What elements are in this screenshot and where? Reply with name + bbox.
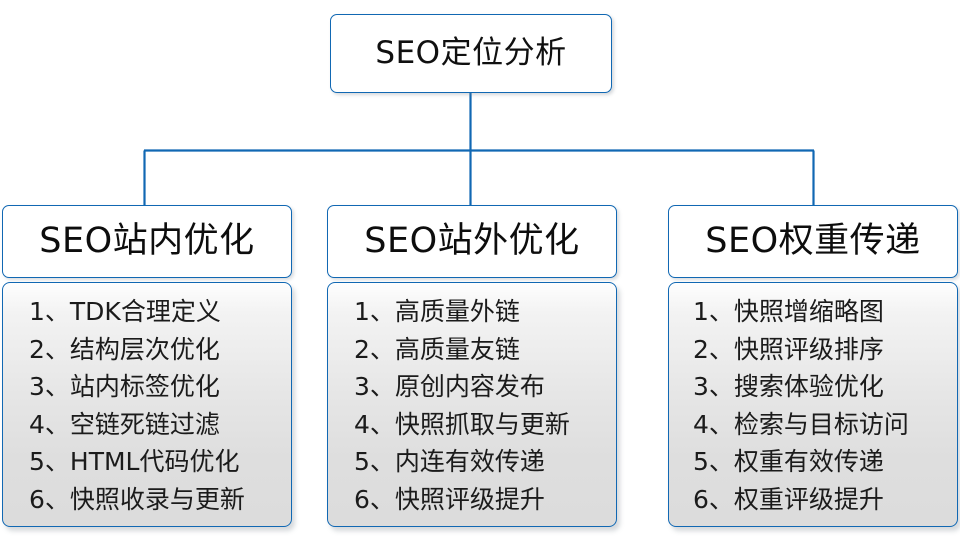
list-item: 4、 快照抓取与更新 — [328, 412, 616, 437]
list-item-text: 原创内容发布 — [394, 372, 545, 402]
list-item-text: 结构层次优化 — [69, 334, 220, 364]
list-item-index: 4、 — [693, 409, 734, 439]
list-item: 6、 快照评级提升 — [328, 487, 616, 512]
list-item-index: 4、 — [29, 409, 70, 439]
branch-header-2[interactable]: SEO站外优化 — [327, 205, 617, 278]
root-node[interactable]: SEO定位分析 — [330, 14, 612, 93]
branch-header-1[interactable]: SEO站内优化 — [2, 205, 292, 278]
list-item: 2、 结构层次优化 — [3, 337, 291, 362]
list-item-text: 快照评级排序 — [733, 334, 884, 364]
branch-header-label-3: SEO权重传递 — [705, 221, 921, 261]
list-item-text: 高质量外链 — [394, 297, 520, 327]
list-item-index: 5、 — [29, 447, 70, 477]
list-item-index: 4、 — [354, 409, 395, 439]
list-item-index: 3、 — [29, 372, 70, 402]
list-item-index: 6、 — [29, 484, 70, 514]
list-item: 1、 TDK合理定义 — [3, 299, 291, 324]
list-item-text: 快照评级提升 — [394, 484, 545, 514]
list-item-index: 3、 — [354, 372, 395, 402]
list-item: 1、 高质量外链 — [328, 299, 616, 324]
branch-header-3[interactable]: SEO权重传递 — [668, 205, 958, 278]
list-item-text: HTML代码优化 — [69, 447, 240, 477]
branch-list-1: 1、 TDK合理定义 2、 结构层次优化 3、 站内标签优化 4、 空链死链过滤… — [2, 282, 292, 527]
list-item: 2、 高质量友链 — [328, 337, 616, 362]
list-item-text: 检索与目标访问 — [733, 409, 909, 439]
list-item-text: 内连有效传递 — [394, 447, 545, 477]
list-item-index: 1、 — [354, 297, 395, 327]
list-item-text: 站内标签优化 — [69, 372, 220, 402]
list-item-text: 搜索体验优化 — [733, 372, 884, 402]
list-item-text: 快照收录与更新 — [69, 484, 245, 514]
branch-list-2: 1、 高质量外链 2、 高质量友链 3、 原创内容发布 4、 快照抓取与更新 5… — [327, 282, 617, 527]
list-item-text: 快照增缩略图 — [733, 297, 884, 327]
list-item: 5、 HTML代码优化 — [3, 449, 291, 474]
root-node-label: SEO定位分析 — [375, 35, 567, 71]
list-item-text: 权重有效传递 — [733, 447, 884, 477]
list-item-index: 2、 — [354, 334, 395, 364]
list-item: 1、 快照增缩略图 — [669, 299, 957, 324]
branch-column-3: SEO权重传递 1、 快照增缩略图 2、 快照评级排序 3、 搜索体验优化 4、… — [668, 205, 958, 527]
list-item-index: 6、 — [354, 484, 395, 514]
list-item: 2、 快照评级排序 — [669, 337, 957, 362]
branch-header-label-2: SEO站外优化 — [364, 221, 580, 261]
branch-column-2: SEO站外优化 1、 高质量外链 2、 高质量友链 3、 原创内容发布 4、 快… — [327, 205, 617, 527]
list-item: 3、 搜索体验优化 — [669, 374, 957, 399]
list-item-text: 空链死链过滤 — [69, 409, 220, 439]
list-item: 6、 快照收录与更新 — [3, 487, 291, 512]
list-item: 3、 站内标签优化 — [3, 374, 291, 399]
list-item-index: 2、 — [693, 334, 734, 364]
list-item-index: 5、 — [693, 447, 734, 477]
list-item-index: 1、 — [29, 297, 70, 327]
list-item-text: 快照抓取与更新 — [394, 409, 570, 439]
list-item: 5、 内连有效传递 — [328, 449, 616, 474]
list-item: 4、 检索与目标访问 — [669, 412, 957, 437]
list-item-index: 2、 — [29, 334, 70, 364]
list-item-text: 高质量友链 — [394, 334, 520, 364]
branch-list-3: 1、 快照增缩略图 2、 快照评级排序 3、 搜索体验优化 4、 检索与目标访问… — [668, 282, 958, 527]
list-item-index: 6、 — [693, 484, 734, 514]
branch-header-label-1: SEO站内优化 — [39, 221, 255, 261]
list-item-index: 1、 — [693, 297, 734, 327]
list-item-text: TDK合理定义 — [69, 297, 221, 327]
branch-column-1: SEO站内优化 1、 TDK合理定义 2、 结构层次优化 3、 站内标签优化 4… — [2, 205, 292, 527]
list-item: 4、 空链死链过滤 — [3, 412, 291, 437]
list-item-index: 3、 — [693, 372, 734, 402]
list-item: 5、 权重有效传递 — [669, 449, 957, 474]
list-item-index: 5、 — [354, 447, 395, 477]
list-item: 3、 原创内容发布 — [328, 374, 616, 399]
list-item-text: 权重评级提升 — [733, 484, 884, 514]
list-item: 6、 权重评级提升 — [669, 487, 957, 512]
